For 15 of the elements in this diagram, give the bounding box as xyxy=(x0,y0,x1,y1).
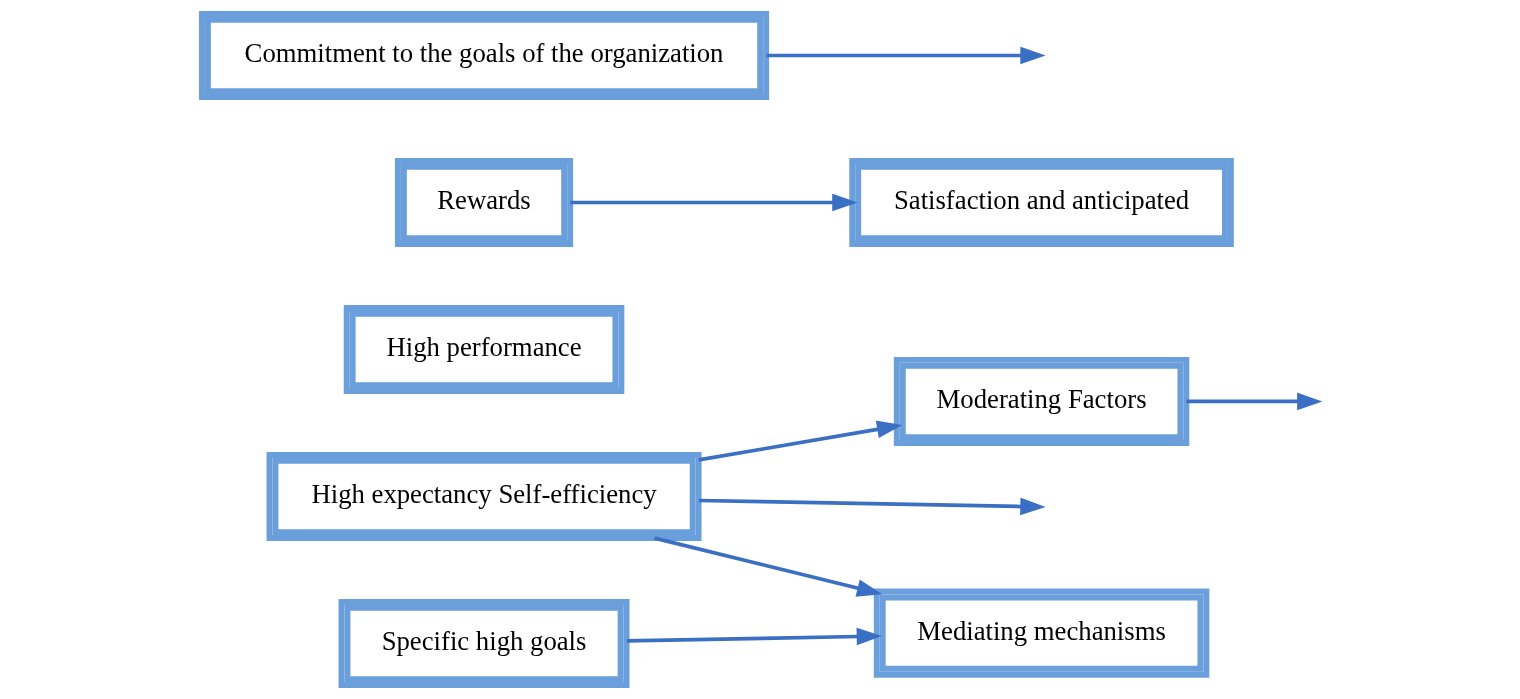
arrow xyxy=(1186,392,1323,411)
arrow xyxy=(766,46,1046,65)
arrow xyxy=(626,627,882,646)
node-box: High expectancy Self-efficiency xyxy=(266,451,702,542)
node-box: Satisfaction and anticipated xyxy=(849,157,1234,248)
node-box: Moderating Factors xyxy=(893,356,1190,446)
arrow xyxy=(570,193,858,212)
node-box: Mediating mechanisms xyxy=(873,588,1210,678)
arrow xyxy=(698,420,903,462)
node-box: High performance xyxy=(343,304,625,395)
node-box: Specific high goals xyxy=(338,598,630,689)
node-box: Rewards xyxy=(394,157,574,248)
arrow xyxy=(698,497,1046,516)
node-box: Commitment to the goals of the organization xyxy=(198,10,770,101)
arrow xyxy=(654,536,883,597)
